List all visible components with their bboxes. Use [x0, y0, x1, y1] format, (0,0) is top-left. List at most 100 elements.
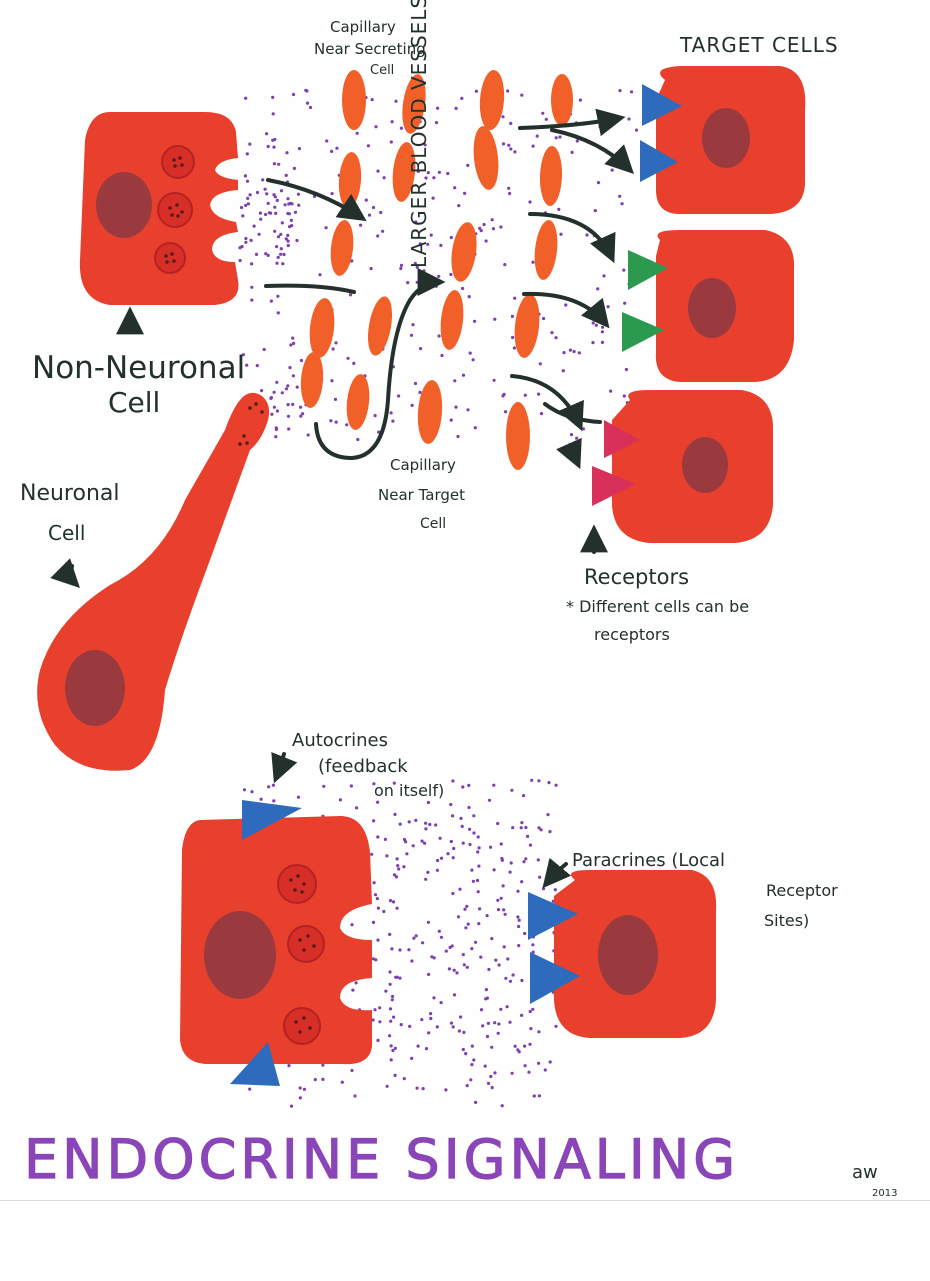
signal-dot: [528, 200, 532, 204]
signal-dot: [461, 785, 465, 789]
scan-bottom-strip: [0, 1200, 930, 1281]
signal-dot: [444, 1088, 448, 1092]
signal-dot: [373, 414, 377, 418]
signal-dot: [457, 1029, 461, 1033]
signal-dot: [280, 221, 284, 225]
signal-dot: [398, 822, 402, 826]
signal-dot: [546, 813, 550, 817]
signal-dot: [596, 287, 600, 291]
signal-dot: [594, 323, 598, 327]
non-neuronal-cell: [79, 112, 239, 305]
signal-dot: [277, 162, 281, 166]
receptor-green: [622, 312, 664, 352]
receptor-blue: [640, 140, 678, 182]
signal-dot: [541, 111, 545, 115]
nucleus: [598, 915, 658, 995]
signal-dot: [526, 834, 530, 839]
signal-dot: [389, 411, 393, 415]
signal-dot: [399, 263, 404, 267]
signal-dot: [537, 1094, 542, 1098]
signal-dot: [265, 132, 269, 136]
signal-dot: [394, 875, 398, 879]
signal-dot: [260, 389, 264, 393]
signal-dot: [359, 223, 363, 227]
signal-dot: [454, 106, 458, 110]
signal-dot: [459, 816, 463, 821]
signal-dot: [262, 347, 266, 352]
signal-dot: [388, 970, 392, 974]
signal-dot: [548, 1060, 552, 1064]
signal-dot: [596, 181, 601, 185]
signal-dot: [355, 131, 359, 135]
vesicle: [283, 1007, 321, 1045]
signal-dot: [468, 351, 472, 355]
signal-dot: [399, 266, 403, 271]
signal-dot: [462, 1030, 466, 1034]
signal-dot: [370, 98, 374, 102]
flow-arrows: [50, 108, 634, 889]
signal-dot: [561, 369, 565, 373]
signal-dot: [371, 957, 375, 961]
signal-dot: [469, 1078, 473, 1082]
signal-dot: [523, 1044, 527, 1048]
signal-dot: [393, 812, 397, 817]
signal-dot: [275, 380, 279, 384]
signal-dot: [399, 126, 403, 130]
signal-dot: [473, 426, 477, 430]
signal-dot: [449, 235, 453, 240]
signal-dot: [578, 98, 583, 102]
vessel-segment: [330, 220, 354, 276]
signal-dot: [388, 1034, 392, 1038]
receptor-blue: [242, 800, 302, 840]
signal-dot: [467, 295, 471, 299]
signal-dot: [244, 240, 248, 244]
signal-dot: [457, 204, 461, 208]
signal-dot: [396, 864, 400, 868]
signal-dot: [276, 294, 280, 298]
signal-dot: [465, 1084, 469, 1088]
signal-dot: [245, 363, 249, 367]
signal-dot: [418, 242, 422, 246]
signal-dot: [500, 856, 504, 861]
signal-dot: [585, 233, 589, 237]
signal-dot: [513, 296, 517, 300]
signal-dot: [465, 965, 469, 969]
signal-dot: [345, 214, 349, 218]
signal-dot: [424, 821, 428, 825]
signal-dot: [415, 1086, 419, 1090]
signal-dot: [484, 239, 488, 243]
signal-dot: [416, 169, 420, 173]
signal-dot: [382, 909, 386, 914]
signal-dot: [389, 1019, 393, 1023]
signal-dot: [446, 852, 450, 856]
signal-dot: [412, 936, 416, 940]
signal-dot: [467, 783, 471, 788]
signal-dot: [297, 147, 301, 151]
arrow-to-target-2b: [522, 291, 610, 329]
signal-dot: [541, 887, 546, 891]
signal-dot: [375, 897, 379, 901]
signal-dot: [509, 147, 513, 151]
signal-dot: [516, 915, 520, 919]
signal-dot: [411, 323, 415, 327]
signal-dot: [451, 891, 455, 896]
signal-dot: [426, 800, 430, 805]
signal-dot: [505, 1005, 509, 1009]
paracrines-line-1: Paracrines (Local: [572, 850, 725, 871]
signal-dot: [531, 943, 535, 947]
signal-dot: [420, 1018, 424, 1022]
signal-dot: [528, 1009, 532, 1014]
vessel-segment: [479, 70, 505, 130]
signal-dot: [292, 341, 296, 345]
signal-dot: [291, 374, 295, 378]
signal-dot: [511, 973, 515, 977]
signal-dot: [367, 213, 372, 217]
signal-dot: [409, 333, 414, 337]
signal-dot: [618, 89, 622, 93]
nucleus: [65, 650, 125, 726]
capillary-secreting-line-2: Near Secreting: [314, 40, 426, 58]
signal-dot: [372, 819, 376, 823]
signal-dot: [258, 211, 262, 215]
signal-dot: [334, 420, 338, 424]
